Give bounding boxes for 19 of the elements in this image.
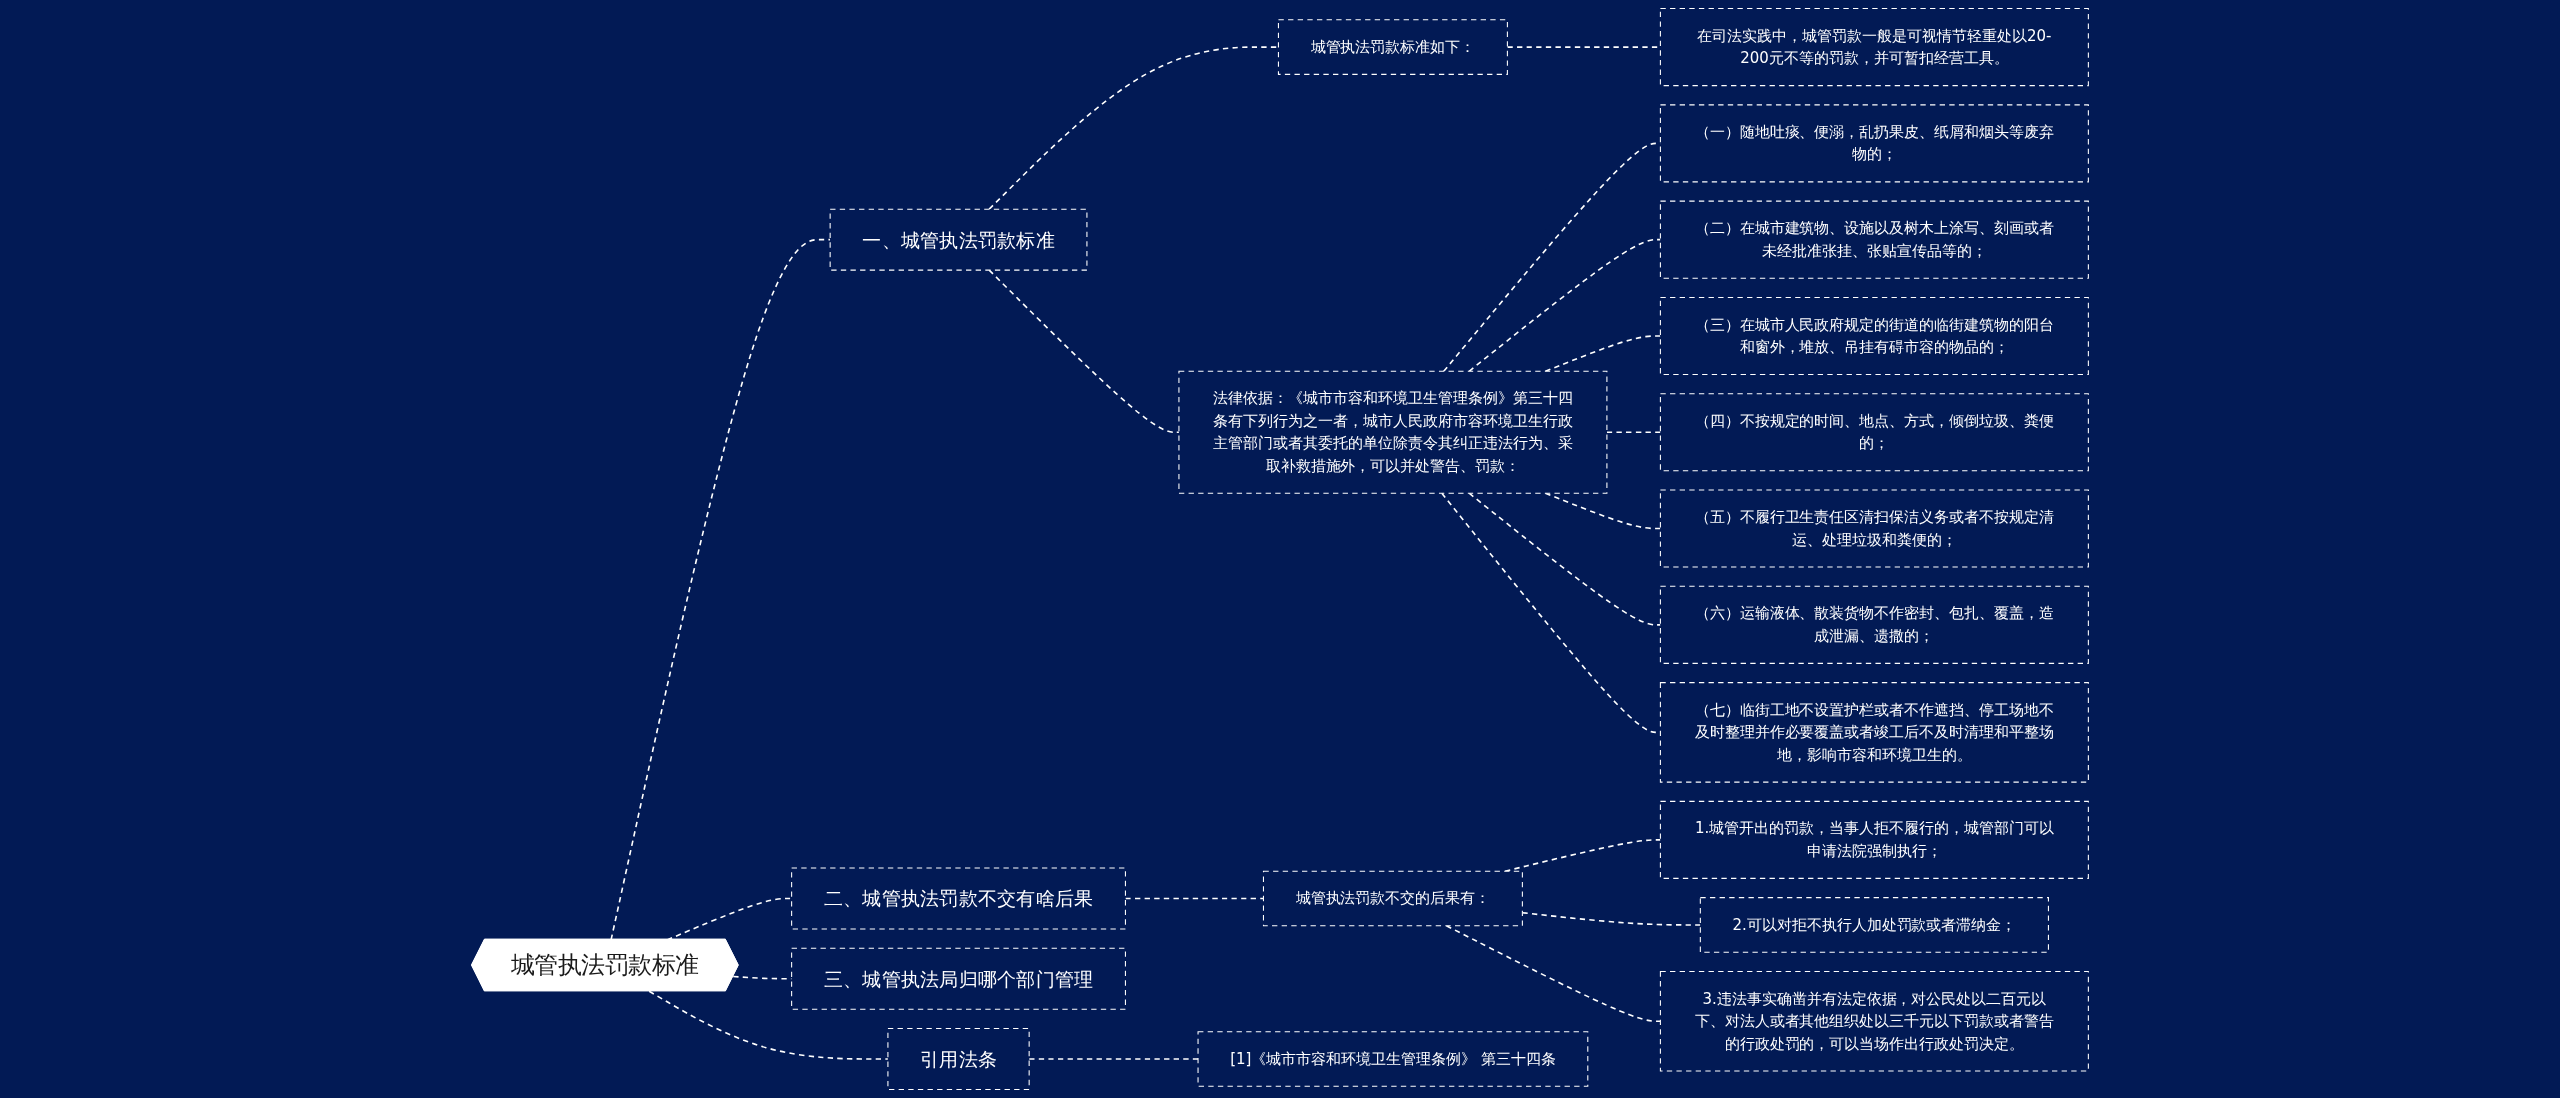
node-box: （五）不履行卫生责任区清扫保洁义务或者不按规定清运、处理垃圾和粪便的； [1659, 489, 2089, 568]
node-box: （七）临街工地不设置护栏或者不作遮挡、停工场地不及时整理并作必要覆盖或者竣工后不及时清理和平整场地，影响市容和环境卫生的。 [1659, 682, 2089, 783]
node-box: 法律依据：《城市市容和环境卫生管理条例》第三十四条有下列行为之一者，城市人民政府市容环境卫生行政主管部门或者其委托的单位除责令其纠正违法行为、采取补救措施外，可以并处警告、罚款： [1178, 370, 1608, 494]
node-box: （四）不按规定的时间、地点、方式，倾倒垃圾、粪便的； [1659, 393, 2089, 472]
node-box: 二、城管执法罚款不交有啥后果 [791, 867, 1126, 930]
node-box: 三、城管执法局归哪个部门管理 [791, 947, 1126, 1010]
node-box: （一）随地吐痰、便溺，乱扔果皮、纸屑和烟头等废弃物的； [1659, 104, 2089, 183]
node-box: 在司法实践中，城管罚款一般是可视情节轻重处以20-200元不等的罚款，并可暂扣经营工具。 [1659, 8, 2089, 87]
node-box: 一、城管执法罚款标准 [829, 208, 1088, 271]
node-box: 1.城管开出的罚款，当事人拒不履行的，城管部门可以申请法院强制执行； [1659, 800, 2089, 879]
node-box: 城管执法罚款不交的后果有： [1262, 870, 1523, 927]
node-box: 引用法条 [887, 1027, 1030, 1090]
node-box: 3.违法事实确凿并有法定依据，对公民处以二百元以下、对法人或者其他组织处以三千元以下罚款或者警告的行政处罚的，可以当场作出行政处罚决定。 [1659, 970, 2089, 1072]
node-box: （六）运输液体、散装货物不作密封、包扎、覆盖，造成泄漏、遗撒的； [1659, 585, 2089, 664]
node-box: [1]《城市市容和环境卫生管理条例》 第三十四条 [1197, 1031, 1589, 1087]
node-box: （三）在城市人民政府规定的街道的临街建筑物的阳台和窗外，堆放、吊挂有碍市容的物品的； [1659, 296, 2089, 375]
node-box: 城管执法罚款标准如下： [1277, 19, 1508, 75]
node-box: （二）在城市建筑物、设施以及树木上涂写、刻画或者未经批准张挂、张贴宣传品等的； [1659, 200, 2089, 279]
node-box: 2.可以对拒不执行人加处罚款或者滞纳金； [1699, 897, 2049, 953]
